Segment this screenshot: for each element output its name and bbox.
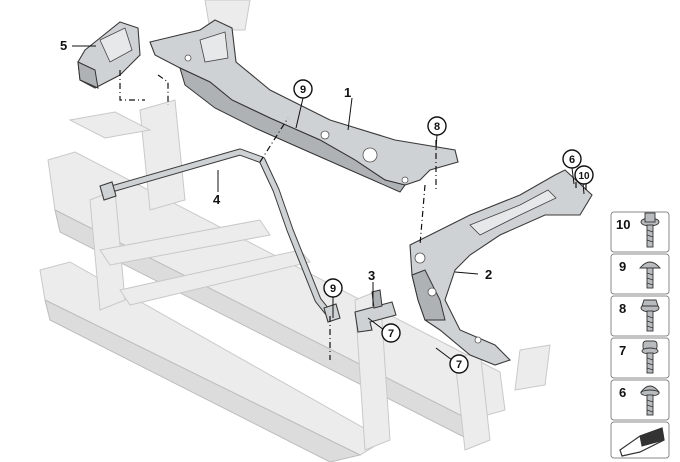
label-part-4: 4: [213, 192, 221, 207]
svg-text:9: 9: [619, 259, 626, 274]
svg-text:8: 8: [434, 121, 440, 133]
svg-text:8: 8: [619, 301, 626, 316]
svg-text:7: 7: [619, 343, 626, 358]
legend-item-10: 10: [610, 211, 670, 253]
svg-text:6: 6: [569, 154, 575, 166]
svg-text:10: 10: [578, 171, 590, 182]
part-5-bracket: [77, 21, 141, 89]
part-4-strut: [99, 148, 341, 323]
leader-lines: [72, 45, 585, 361]
label-part-5: 5: [60, 38, 67, 53]
fastener-legend: 10 9 8: [610, 211, 670, 459]
callout-7-holder: 7: [381, 323, 401, 343]
label-part-3: 3: [368, 268, 375, 283]
callout-9-lower: 9: [323, 278, 343, 298]
flange-bolt-icon: [640, 212, 660, 248]
label-part-1: 1: [344, 85, 351, 100]
legend-item-6: 6: [610, 379, 670, 421]
part-labels: 5 1 4 2 3: [60, 38, 492, 283]
torx-screw-icon: [641, 340, 659, 374]
pan-head-screw-icon: [639, 261, 661, 289]
callout-9-upper: 9: [293, 79, 313, 99]
callout-6: 6: [562, 149, 582, 169]
collar-screw-icon: [640, 385, 660, 416]
callout-7-bracket: 7: [449, 354, 469, 374]
part-outline-icon: [610, 421, 670, 459]
svg-text:7: 7: [388, 328, 394, 340]
svg-text:7: 7: [456, 359, 462, 371]
svg-text:10: 10: [616, 217, 630, 232]
part-1-upper-carrier: [149, 19, 459, 193]
svg-text:6: 6: [619, 385, 626, 400]
hex-bolt-icon: [640, 299, 660, 332]
label-part-2: 2: [485, 267, 492, 282]
part-2-side-bracket: [409, 169, 593, 366]
legend-item-8: 8: [610, 295, 670, 337]
callout-10: 10: [574, 165, 594, 185]
svg-text:9: 9: [300, 84, 306, 96]
svg-text:9: 9: [330, 283, 336, 295]
legend-item-9: 9: [610, 253, 670, 295]
callout-8: 8: [427, 116, 447, 136]
legend-item-7: 7: [610, 337, 670, 379]
